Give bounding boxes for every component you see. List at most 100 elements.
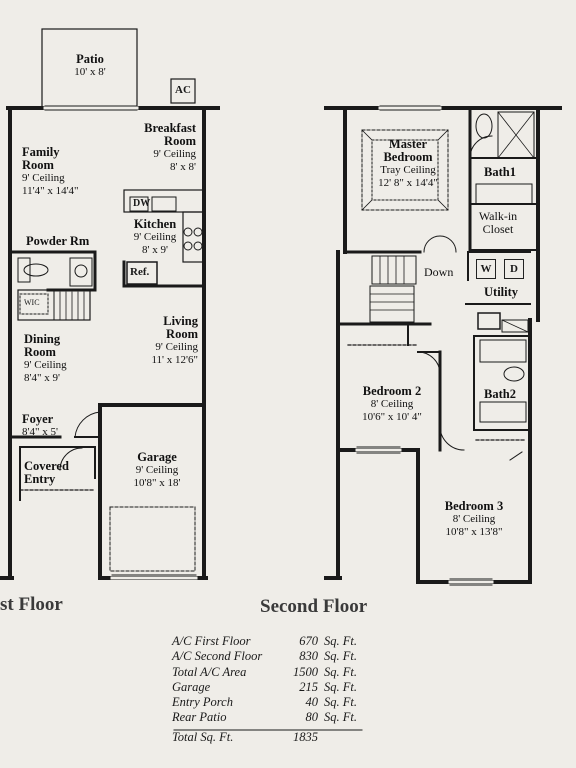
breakfast-room-name-1: Breakfast	[144, 121, 196, 135]
walk-in-closet-label: Walk-in Closet	[476, 210, 520, 236]
kitchen-name: Kitchen	[133, 217, 177, 231]
summary-row: A/C Second Floor 830 Sq. Ft.	[172, 649, 372, 664]
walk-in-closet-name-2: Closet	[482, 222, 514, 236]
bedroom-2-label: Bedroom 2 8' Ceiling 10'6" x 10' 4"	[354, 385, 430, 424]
summary-unit: Sq. Ft.	[323, 679, 357, 694]
master-bedroom-name-1: Master	[388, 137, 428, 151]
summary-unit: Sq. Ft.	[323, 649, 357, 664]
summary-unit: Sq. Ft.	[323, 710, 357, 725]
wic-label: WIC	[24, 298, 40, 307]
summary-row: Total A/C Area 1500 Sq. Ft.	[172, 665, 372, 680]
summary-value: 215	[299, 679, 318, 694]
dining-room-label: Dining Room 9' Ceiling 8'4" x 9'	[24, 333, 67, 385]
summary-row: Rear Patio 80 Sq. Ft.	[172, 710, 372, 725]
kitchen-label: Kitchen 9' Ceiling 8' x 9'	[130, 218, 180, 257]
summary-total-label: Total Sq. Ft.	[172, 729, 234, 744]
master-bedroom-size: 12' 8" x 14'4"	[378, 177, 438, 189]
summary-unit: Sq. Ft.	[323, 634, 357, 648]
bedroom-2-size: 10'6" x 10' 4"	[362, 411, 422, 423]
bedroom-2-name: Bedroom 2	[362, 384, 422, 398]
summary-label: A/C Second Floor	[172, 649, 263, 664]
bath2-name: Bath2	[484, 387, 516, 401]
refrigerator-label: Ref.	[130, 266, 150, 278]
covered-entry-name-2: Entry	[24, 472, 56, 486]
dryer-label: D	[504, 259, 524, 279]
dining-room-ceiling: 9' Ceiling	[24, 359, 67, 371]
breakfast-room-size: 8' x 8'	[170, 161, 196, 173]
summary-total-value: 1835	[292, 729, 318, 744]
garage-size: 10'8" x 18'	[133, 477, 181, 489]
washer-label: W	[476, 259, 496, 279]
summary-label: Total A/C Area	[172, 664, 247, 679]
breakfast-room-label: Breakfast Room 9' Ceiling 8' x 8'	[138, 122, 196, 174]
patio-label: Patio 10' x 8'	[65, 53, 115, 79]
utility-name: Utility	[484, 285, 519, 299]
summary-row: A/C First Floor 670 Sq. Ft.	[172, 634, 372, 649]
summary-value: 40	[305, 695, 318, 710]
foyer-label: Foyer 8'4" x 5'	[22, 413, 58, 439]
garage-name: Garage	[137, 450, 177, 464]
summary-row: Garage 215 Sq. Ft.	[172, 680, 372, 695]
powder-room-name: Powder Rm	[26, 234, 90, 248]
dishwasher-label: DW	[133, 198, 151, 209]
summary-unit: Sq. Ft.	[323, 664, 357, 679]
bedroom-3-label: Bedroom 3 8' Ceiling 10'8" x 13'8"	[436, 500, 512, 539]
garage-ceiling: 9' Ceiling	[135, 464, 179, 476]
summary-label: Rear Patio	[172, 710, 227, 725]
foyer-name: Foyer	[22, 412, 54, 426]
family-room-name-2: Room	[22, 158, 54, 172]
powder-room-label: Powder Rm	[26, 235, 89, 248]
bedroom-3-size: 10'8" x 13'8"	[445, 526, 503, 538]
bath1-label: Bath1	[484, 166, 516, 179]
patio-name: Patio	[76, 52, 104, 66]
patio-size: 10' x 8'	[74, 66, 106, 78]
summary-row: Entry Porch 40 Sq. Ft.	[172, 695, 372, 710]
family-room-size: 11'4" x 14'4"	[22, 185, 79, 197]
master-bedroom-ceiling: Tray Ceiling	[380, 164, 436, 176]
breakfast-room-ceiling: 9' Ceiling	[153, 148, 196, 160]
second-floor-title: Second Floor	[260, 596, 368, 617]
family-room-label: Family Room 9' Ceiling 11'4" x 14'4"	[22, 146, 79, 198]
bath1-name: Bath1	[484, 165, 516, 179]
family-room-ceiling: 9' Ceiling	[22, 172, 65, 184]
ac-unit-outline	[170, 78, 196, 104]
stairs-down-text: Down	[424, 265, 454, 279]
summary-unit: Sq. Ft.	[323, 695, 357, 710]
summary-value: 80	[305, 710, 318, 725]
master-bedroom-name-2: Bedroom	[383, 150, 433, 164]
summary-label: Garage	[172, 679, 211, 694]
family-room-name-1: Family	[22, 145, 60, 159]
summary-label: Entry Porch	[172, 695, 233, 710]
foyer-size: 8'4" x 5'	[22, 426, 58, 438]
ac-label: AC	[175, 84, 191, 96]
living-room-label: Living Room 9' Ceiling 11' x 12'6"	[140, 315, 198, 367]
bath2-label: Bath2	[484, 388, 516, 401]
dining-room-name-2: Room	[24, 345, 56, 359]
kitchen-ceiling: 9' Ceiling	[133, 231, 177, 243]
living-room-name-2: Room	[166, 327, 198, 341]
first-floor-title: st Floor	[0, 594, 63, 615]
bedroom-3-name: Bedroom 3	[444, 499, 504, 513]
walk-in-closet-name-1: Walk-in	[478, 209, 518, 223]
kitchen-size: 8' x 9'	[142, 244, 168, 256]
area-summary-table: A/C First Floor 670 Sq. Ft. A/C Second F…	[172, 634, 372, 745]
summary-total-row: Total Sq. Ft. 1835	[172, 730, 372, 745]
bedroom-3-ceiling: 8' Ceiling	[452, 513, 496, 525]
living-room-ceiling: 9' Ceiling	[155, 341, 198, 353]
bedroom-2-ceiling: 8' Ceiling	[370, 398, 414, 410]
living-room-name-1: Living	[163, 314, 198, 328]
breakfast-room-name-2: Room	[164, 134, 196, 148]
covered-entry-name-1: Covered	[24, 459, 69, 473]
garage-label: Garage 9' Ceiling 10'8" x 18'	[122, 451, 192, 490]
summary-value: 670	[299, 634, 318, 648]
utility-label: Utility	[484, 286, 518, 299]
covered-entry-label: Covered Entry	[24, 460, 69, 486]
stairs-down-label: Down	[424, 266, 453, 279]
dining-room-name-1: Dining	[24, 332, 61, 346]
dining-room-size: 8'4" x 9'	[24, 372, 60, 384]
summary-label: A/C First Floor	[172, 634, 251, 648]
summary-value: 830	[299, 649, 318, 664]
summary-value: 1500	[292, 664, 318, 679]
living-room-size: 11' x 12'6"	[151, 354, 198, 366]
